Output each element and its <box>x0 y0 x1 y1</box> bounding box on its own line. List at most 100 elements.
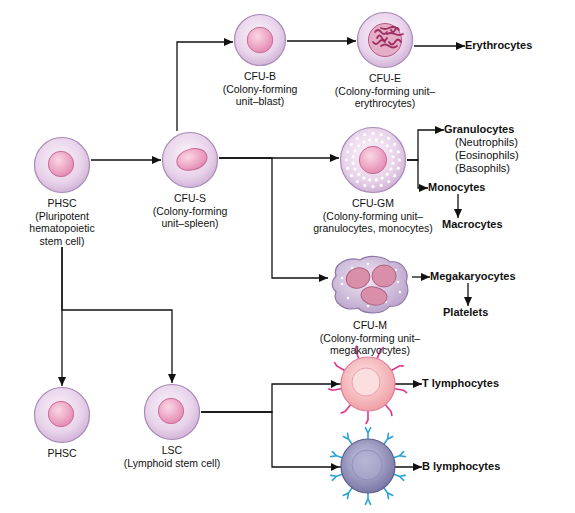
t-cell-receptor <box>335 363 345 371</box>
granule <box>381 176 384 179</box>
granule <box>363 133 366 136</box>
granule <box>346 150 349 153</box>
cell-drawing <box>328 254 412 316</box>
cell-body <box>35 388 90 443</box>
cell-type-name: Macrocytes <box>442 218 503 231</box>
b-cell-receptor <box>394 452 406 458</box>
lineage-arrow <box>457 194 458 218</box>
cell-drawing <box>233 13 287 67</box>
nucleus <box>247 27 273 53</box>
lineage-arrow <box>467 283 468 306</box>
lineage-arrow <box>407 160 428 188</box>
granule <box>397 150 400 153</box>
nucleus <box>48 401 73 426</box>
t-cell-receptor <box>329 389 342 391</box>
b-cell-receptor <box>331 452 343 458</box>
chromatin <box>375 30 387 34</box>
nucleus <box>359 146 386 173</box>
granule <box>391 155 394 158</box>
nucleus <box>369 24 402 57</box>
t-cell-receptor <box>341 405 351 413</box>
t-cell-receptor <box>366 411 368 424</box>
cell-type-name: Monocytes <box>428 181 485 194</box>
granule <box>368 178 371 181</box>
granule <box>371 185 374 188</box>
granule <box>357 173 360 176</box>
lineage-arrow <box>219 158 328 278</box>
granule <box>375 139 378 142</box>
granule <box>391 162 394 165</box>
cell-type-name: Erythrocytes <box>465 39 532 52</box>
lineage-arrow <box>414 45 465 46</box>
cell-full-name: (Pluripotent hematopoietic stem cell) <box>23 210 101 248</box>
lineage-arrow <box>407 130 444 160</box>
cell-drawing <box>339 126 407 194</box>
granule <box>367 263 370 266</box>
cell-node: PHSC(Pluripotent hematopoietic stem cell… <box>33 136 91 247</box>
cell-full-name: (Colony-forming unit–blast) <box>214 83 306 108</box>
cell-type-name: T lymphocytes <box>422 377 499 390</box>
cell-abbreviation: PHSC <box>23 197 101 210</box>
granule <box>386 144 389 147</box>
t-cell-receptor <box>391 366 403 371</box>
granule <box>380 133 383 136</box>
granule <box>393 143 396 146</box>
cell-label: CFU-M(Colony-forming unit–megakaryocytes… <box>314 319 426 357</box>
granule <box>356 180 359 183</box>
cell-abbreviation: CFU-E <box>333 72 437 85</box>
cell-drawing <box>143 383 201 441</box>
b-cell-receptor <box>331 474 343 480</box>
cell-type-name: Granulocytes <box>444 123 519 136</box>
granule <box>387 137 390 140</box>
cell-label: PHSC <box>23 447 101 460</box>
granule <box>371 132 374 135</box>
chromatin <box>391 28 399 32</box>
granule <box>341 283 344 286</box>
granule <box>341 277 344 280</box>
granule <box>350 174 353 177</box>
cell-body <box>332 256 408 313</box>
cell-label: CFU-GM(Colony-forming unit–granulocytes,… <box>303 197 443 235</box>
granule <box>357 144 360 147</box>
cell-full-name: (Colony-forming unit–erythrocytes) <box>333 85 437 110</box>
granule <box>380 184 383 187</box>
cell-type-label: Monocytes <box>428 181 485 194</box>
cell-type-label: Granulocytes(Neutrophils)(Eosinophils)(B… <box>444 123 519 175</box>
granule <box>386 173 389 176</box>
b-cell-receptor <box>365 428 370 439</box>
b-cell-receptor <box>394 474 406 480</box>
granule <box>352 162 355 165</box>
nucleus <box>158 398 183 423</box>
b-cell-receptor <box>384 488 393 499</box>
lineage-arrow <box>62 247 172 383</box>
t-cell-nucleus <box>352 368 380 396</box>
cell-body <box>358 13 413 68</box>
cell-node: CFU-E(Colony-forming unit–erythrocytes) <box>356 11 414 110</box>
cell-node: CFU-GM(Colony-forming unit–granulocytes,… <box>339 126 407 235</box>
granule <box>389 168 392 171</box>
nucleus <box>48 151 73 176</box>
granule <box>397 281 400 284</box>
cell-abbreviation: CFU-S <box>144 192 236 205</box>
cell-node: PHSC <box>33 386 91 460</box>
cell-full-name: (Colony-forming unit–megakaryocytes) <box>314 332 426 357</box>
lineage-arrow <box>412 276 430 277</box>
cell-label: CFU-S(Colony-forming unit–spleen) <box>144 192 236 230</box>
t-cell-receptor <box>395 389 407 393</box>
granule <box>387 180 390 183</box>
nucleus <box>174 145 209 173</box>
cell-abbreviation: PHSC <box>23 447 101 460</box>
granule <box>347 297 350 300</box>
cell-type-name: Platelets <box>443 306 488 319</box>
cell-type-label: Megakaryocytes <box>430 270 516 283</box>
chromatin <box>387 33 403 35</box>
granule <box>367 305 370 308</box>
cell-type-name: B lymphocytes <box>422 460 500 473</box>
b-cell-receptor <box>365 493 370 504</box>
granule <box>397 167 400 170</box>
b-cell-receptor <box>384 433 393 444</box>
b-cell-receptor <box>343 488 352 499</box>
cell-body <box>145 385 200 440</box>
